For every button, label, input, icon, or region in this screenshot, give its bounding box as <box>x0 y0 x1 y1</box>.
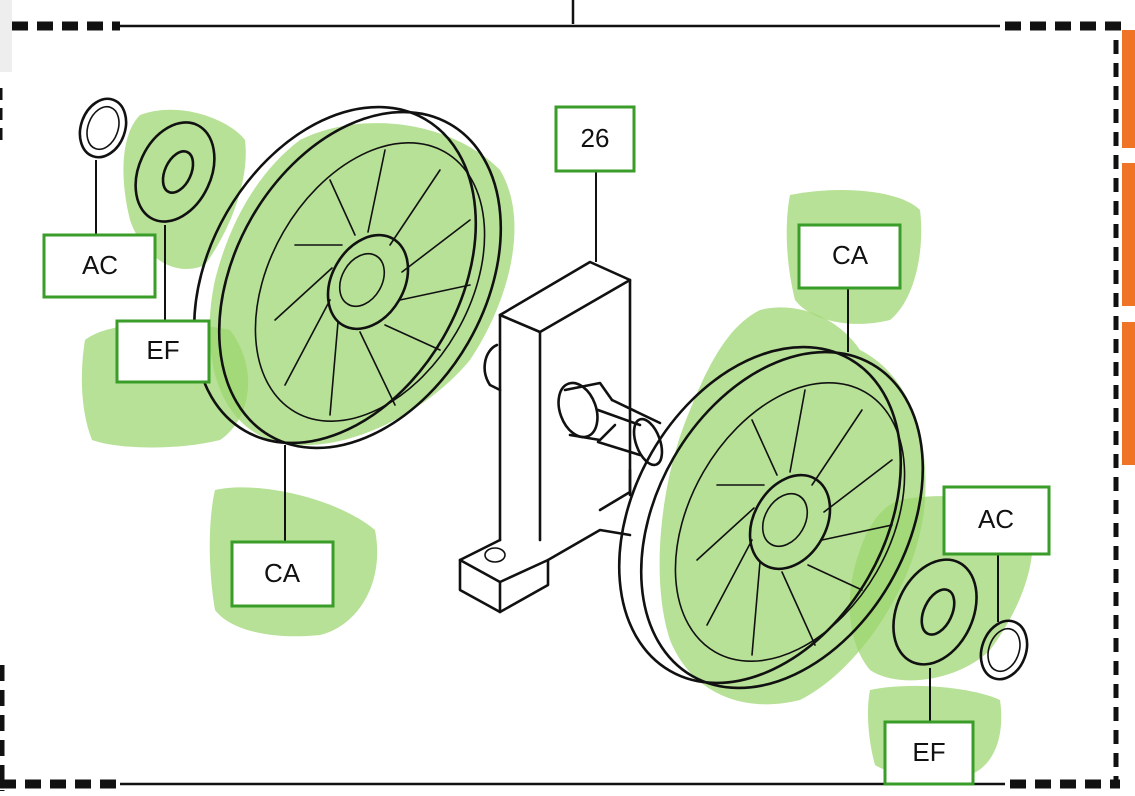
right-wheel-spokes <box>696 389 893 656</box>
left-washer <box>134 121 216 223</box>
leader-lines <box>95 160 999 722</box>
left-wheel <box>192 105 503 450</box>
side-tab-top <box>1122 30 1135 148</box>
callout-right-ring: AC <box>942 485 1051 556</box>
side-tab-bottom <box>1122 322 1135 465</box>
right-washer <box>892 558 978 666</box>
callout-right-washer: EF <box>883 720 975 786</box>
callout-right-ring-label: AC <box>978 504 1014 534</box>
callout-left-wheel-label: CA <box>264 558 301 588</box>
right-wheel <box>617 345 925 690</box>
side-tab-middle <box>1122 163 1135 306</box>
callout-left-washer: EF <box>115 319 211 384</box>
callout-26: 26 <box>554 105 636 173</box>
callout-left-wheel: CA <box>230 540 335 608</box>
callout-left-washer-label: EF <box>146 335 179 365</box>
callout-26-label: 26 <box>581 123 610 153</box>
callout-right-washer-label: EF <box>912 737 945 767</box>
callout-right-wheel-label: CA <box>832 240 869 270</box>
right-retaining-ring <box>979 619 1029 681</box>
callout-left-ring-label: AC <box>82 250 118 280</box>
left-retaining-ring <box>78 97 128 159</box>
callout-right-wheel: CA <box>797 223 902 290</box>
callout-left-ring: AC <box>42 233 157 299</box>
center-bracket <box>458 260 632 614</box>
axle-shaft <box>557 381 664 467</box>
highlight-layer <box>81 109 1033 777</box>
left-wheel-spokes <box>274 149 471 416</box>
